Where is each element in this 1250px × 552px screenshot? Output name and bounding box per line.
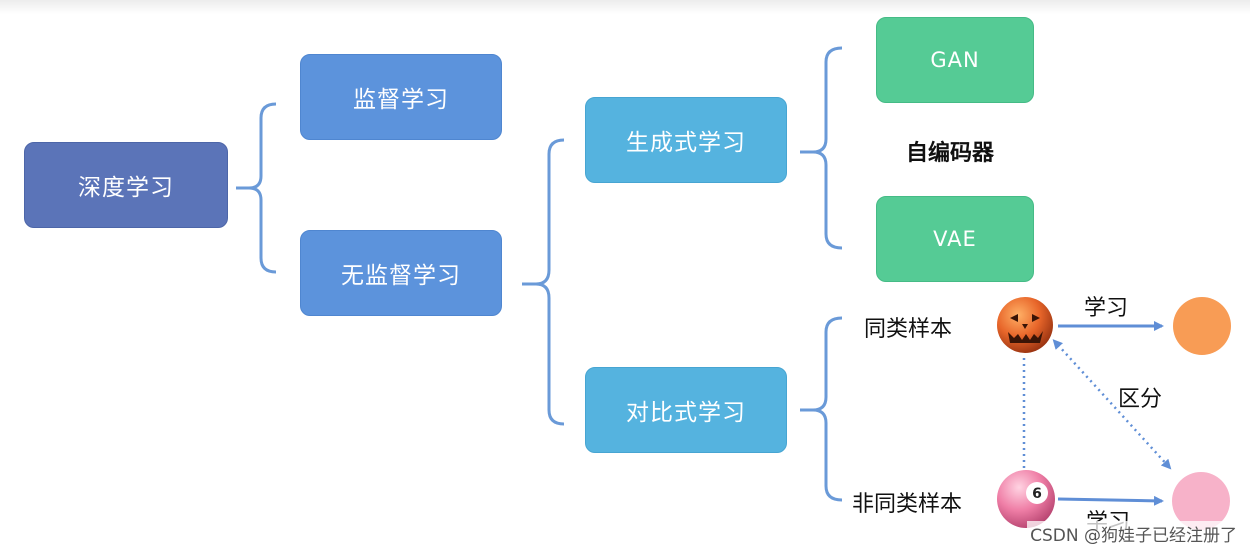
node-unsupervised-learning: 无监督学习 bbox=[300, 230, 502, 316]
label-different-class-samples: 非同类样本 bbox=[852, 492, 963, 517]
unsupervised-brace-lower bbox=[535, 282, 565, 426]
label-distinguish: 区分 bbox=[1118, 387, 1163, 412]
learn-arrow-bottom bbox=[1057, 495, 1164, 506]
node-supervised-learning: 监督学习 bbox=[300, 54, 502, 140]
contrastive-brace bbox=[800, 316, 843, 412]
label-same-class-samples: 同类样本 bbox=[864, 317, 953, 342]
unsupervised-brace bbox=[522, 138, 565, 286]
billiard-ball-6-icon: 6 bbox=[996, 469, 1056, 529]
generative-brace-lower bbox=[812, 150, 843, 250]
watermark: CSDN @狗娃子已经注册了 bbox=[1027, 521, 1240, 546]
distinguish-arrow bbox=[1052, 339, 1172, 470]
jack-o-lantern-ball-icon bbox=[996, 296, 1054, 354]
label-autoencoder: 自编码器 bbox=[906, 141, 995, 166]
generative-brace bbox=[800, 46, 843, 154]
node-generative-learning: 生成式学习 bbox=[585, 97, 787, 183]
root-brace-lower bbox=[248, 186, 277, 274]
orange-circle bbox=[1173, 297, 1231, 355]
label-learn-top: 学习 bbox=[1084, 296, 1129, 321]
ball-number: 6 bbox=[1032, 486, 1042, 502]
node-gan: GAN bbox=[876, 17, 1034, 103]
node-contrastive-learning: 对比式学习 bbox=[585, 367, 787, 453]
node-deep-learning: 深度学习 bbox=[24, 142, 228, 228]
top-fade bbox=[0, 0, 1250, 14]
root-brace bbox=[236, 102, 277, 190]
node-vae: VAE bbox=[876, 196, 1034, 282]
pink-circle bbox=[1172, 472, 1230, 530]
contrastive-brace-lower bbox=[812, 408, 843, 502]
